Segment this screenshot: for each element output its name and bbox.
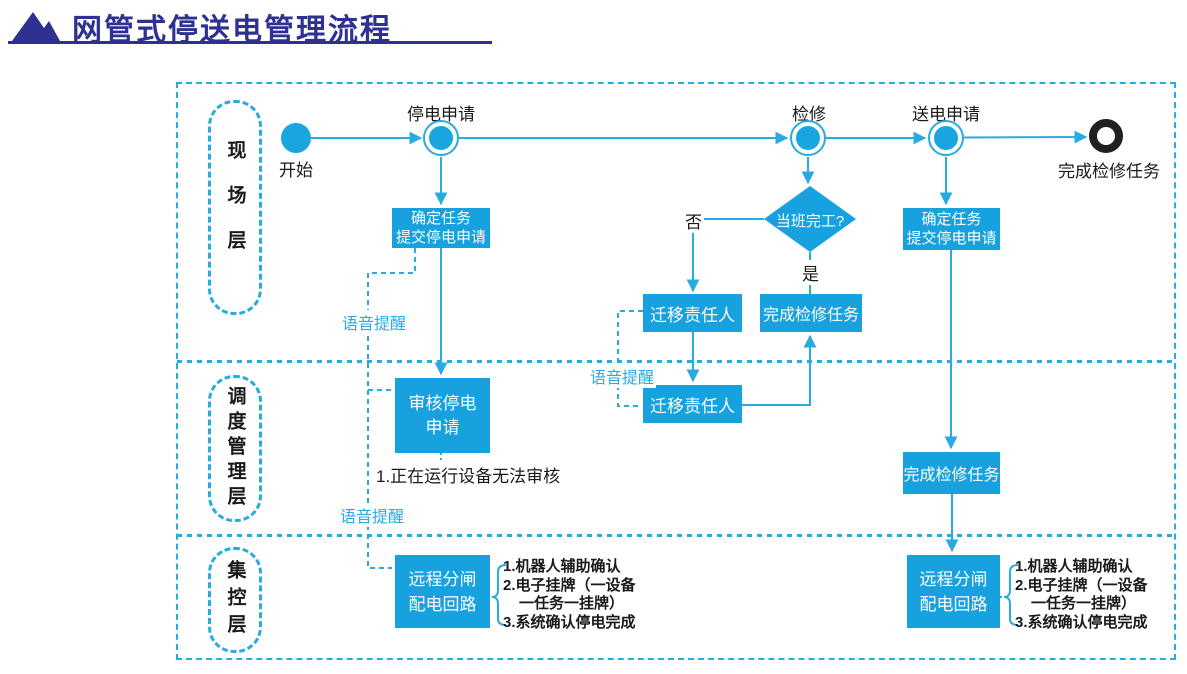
event-label: 送电申请 <box>912 105 980 124</box>
voice-reminder-label-2: 语音提醒 <box>338 503 407 527</box>
title-underline <box>8 41 492 44</box>
task-box-line: 配电回路 <box>919 594 988 614</box>
review-note: 1.正在运行设备无法审核 <box>376 467 561 486</box>
lane-label: 现场层 <box>224 140 246 275</box>
event-node-power-restore-request <box>928 120 964 156</box>
task-box-line: 确定任务 <box>921 211 982 228</box>
task-box-migrate-responsible-2: 迁移责任人 <box>643 385 742 423</box>
task-box-migrate-responsible-1: 迁移责任人 <box>643 294 742 332</box>
event-label: 停电申请 <box>407 105 475 124</box>
start-node <box>281 123 311 153</box>
task-box-complete-maintenance-mid: 完成检修任务 <box>760 294 862 332</box>
task-box-line: 完成检修任务 <box>762 307 859 324</box>
end-node <box>1089 119 1123 153</box>
branch-yes-label: 是 <box>800 260 821 285</box>
lane-label: 调度管理层 <box>224 386 246 511</box>
task-box-confirm-task-left: 确定任务 提交停电申请 <box>392 208 490 248</box>
checklist-item: 1.机器人辅助确认 <box>1015 558 1133 575</box>
task-box-remote-switch-left: 远程分闸 配电回路 <box>395 555 490 628</box>
branch-no-label: 否 <box>683 208 704 233</box>
checklist-item: 一任务一挂牌） <box>1031 595 1137 612</box>
diagram-frame <box>176 82 1176 660</box>
checklist-item: 3.系统确认停电完成 <box>503 613 636 631</box>
mountain-logo-icon <box>12 12 60 41</box>
task-box-line: 远程分闸 <box>408 569 477 589</box>
checklist-item: 2.电子挂牌（一设备 <box>1015 576 1148 594</box>
task-box-line: 提交停电申请 <box>906 230 997 247</box>
end-label: 完成检修任务 <box>1058 162 1160 181</box>
event-node-maintenance <box>790 120 826 156</box>
task-box-line: 申请 <box>425 417 460 437</box>
checklist-item: 一任务一挂牌） <box>519 595 625 612</box>
task-box-line: 远程分闸 <box>919 569 988 589</box>
task-box-line: 提交停电申请 <box>395 229 486 246</box>
voice-reminder-label-3: 语音提醒 <box>588 364 657 388</box>
event-node-power-outage-request <box>423 120 459 156</box>
task-box-remote-switch-right: 远程分闸 配电回路 <box>907 555 1000 628</box>
task-box-line: 配电回路 <box>408 594 477 614</box>
lane-central-control-layer: 集控层 <box>208 547 262 653</box>
lane-dispatch-management-layer: 调度管理层 <box>208 375 262 522</box>
task-box-line: 迁移责任人 <box>650 396 735 416</box>
lane-field-layer: 现场层 <box>208 100 262 315</box>
checklist-item: 1.机器人辅助确认 <box>503 558 621 575</box>
task-box-line: 确定任务 <box>410 210 471 227</box>
remote-switch-checklist-right: 1.机器人辅助确认 2.电子挂牌（一设备 一任务一挂牌） 3.系统确认停电完成 <box>1015 558 1185 632</box>
decision-label: 当班完工? <box>775 213 845 230</box>
voice-reminder-label-1: 语音提醒 <box>340 310 409 334</box>
task-box-line: 迁移责任人 <box>650 305 735 325</box>
task-box-line: 完成检修任务 <box>903 467 1000 484</box>
checklist-item: 2.电子挂牌（一设备 <box>503 576 636 594</box>
task-box-confirm-task-right: 确定任务 提交停电申请 <box>903 208 1000 250</box>
lane-label: 集控层 <box>224 559 246 641</box>
checklist-item: 3.系统确认停电完成 <box>1015 613 1148 631</box>
task-box-review-outage-request: 审核停电 申请 <box>395 378 490 453</box>
task-box-complete-maintenance-right: 完成检修任务 <box>903 452 1000 494</box>
decision-diamond <box>764 186 856 252</box>
task-box-line: 审核停电 <box>408 393 477 413</box>
event-label: 检修 <box>792 105 826 124</box>
start-label: 开始 <box>279 161 313 180</box>
remote-switch-checklist-left: 1.机器人辅助确认 2.电子挂牌（一设备 一任务一挂牌） 3.系统确认停电完成 <box>503 558 673 632</box>
